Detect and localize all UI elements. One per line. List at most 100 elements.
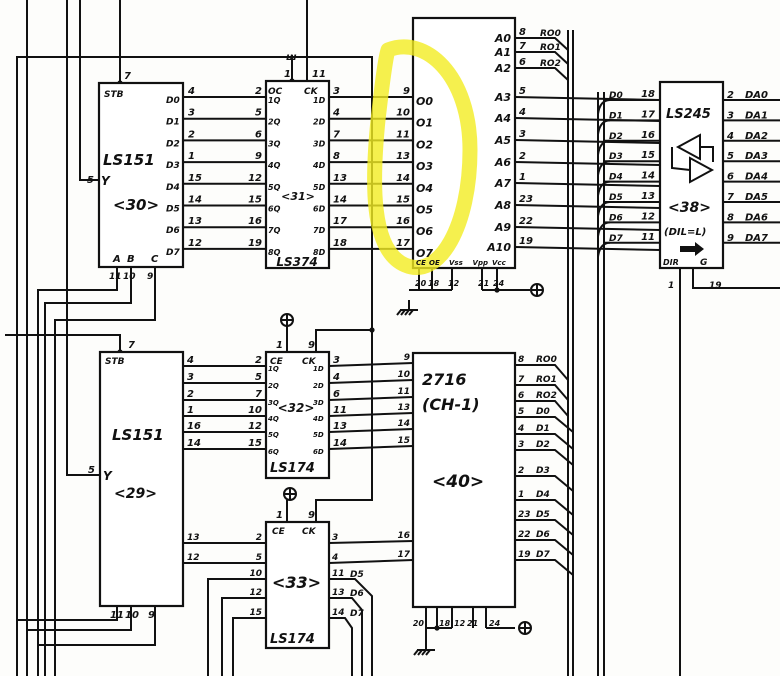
pin-number: 12 [454,619,466,628]
pin-name: 3D [313,139,326,148]
wire [207,578,266,676]
pin-name: 5Q [268,431,279,439]
wire [515,519,574,536]
junction-dot [434,625,440,631]
signal-label: RO2 [540,59,561,69]
pin-number: 7 [128,340,135,351]
pin-name: D3 [166,161,180,171]
pin-name: O2 [416,138,433,151]
pin-number: 21 [467,619,478,628]
wire [329,578,373,676]
pin-name: O6 [416,225,433,238]
pin-number: 3 [333,86,340,97]
ground-symbol [396,309,402,316]
signal-label: D5 [609,193,623,203]
wire [328,362,414,367]
wire [37,267,118,676]
pin-number: 15 [248,195,262,206]
pin-number: 7 [727,192,734,203]
wire [515,559,574,576]
pin-number: 6 [519,57,526,68]
wire-y29 [66,0,100,476]
pin-number: 7 [333,129,340,140]
pin-number: 5 [255,108,262,119]
pin-name: 1Q [268,365,279,373]
chip-ref: <31> [281,190,315,203]
wire [329,597,363,676]
pin-name: 7D [313,226,326,235]
pin-number: 7 [124,71,131,82]
ground-symbol [400,309,406,316]
chip-type: LS151 [103,151,155,169]
pin-number: 20 [415,279,427,288]
ground-symbol [408,309,414,316]
pin-number: 9 [727,233,734,244]
signal-label: D2 [609,132,623,142]
pin-number: 16 [248,216,262,227]
pin-name: 6Q [268,448,279,456]
pin-name: 8Q [268,248,281,257]
pin-number: 11 [109,272,122,282]
pin-number: 9 [255,151,262,162]
pin-number: 13 [188,216,202,227]
pin-number: 14 [332,608,345,618]
pin-number: 2 [187,389,194,400]
junction-dot [494,287,500,293]
pin-number: 13 [397,403,410,413]
pin-name: 2Q [268,118,281,127]
pin-g: G [700,258,707,268]
wire [38,606,156,646]
signal-label: DA6 [745,212,768,223]
pin-number: 5 [255,372,262,383]
chip-type: LS245 [666,107,711,122]
chip-note: (DIL=L) [664,227,706,238]
pin-name: 3D [313,399,324,407]
pin-name: 8D [313,248,326,257]
pin-number: 2 [255,86,262,97]
ground-symbol [413,649,419,656]
pin-number: 5 [87,175,94,186]
pin-name: 5D [313,431,324,439]
wire [5,334,121,352]
pin-name: A2 [494,62,512,75]
wire [515,51,569,65]
pin-number: 10 [125,610,139,621]
pin-number: 2 [255,355,262,366]
pin-name: 4Q [267,161,281,170]
pin-number: 17 [333,216,347,227]
pin-number: 4 [186,355,194,366]
pin-dir: DIR [663,258,679,267]
pin-number: 1 [284,69,291,80]
chip-ref: <38> [668,200,711,216]
wire [27,606,132,631]
signal-label: DA3 [745,151,768,162]
pin-number: 1 [276,510,283,521]
chip-u40-2716 [411,351,517,609]
wire [515,67,569,81]
pin-stb: STB [105,357,125,367]
pin-number: 4 [517,424,524,434]
drawing-layer [5,0,780,676]
text-layer: STB7Y5LS151<30>D04D13D22D31D415D514D613D… [87,27,768,647]
pin-number: 20 [413,619,425,628]
wire [515,384,569,401]
pin-number: 11 [333,405,347,416]
pin-name: B [127,254,135,265]
pin-name: A4 [494,112,511,125]
pin-number: 12 [249,588,262,598]
pin-number: 13 [332,588,345,598]
wire [328,445,414,450]
pin-number: 14 [188,195,202,206]
pin-name: O7 [416,247,433,260]
pin-number: 9 [403,86,410,97]
pin-name: O1 [416,117,433,130]
ground-symbol [417,649,423,656]
wire [17,606,118,621]
pin-number: 14 [397,419,410,429]
pin-name: A7 [494,177,512,190]
wire [515,400,569,417]
pin-name: A8 [494,199,512,212]
pin-number: 3 [333,355,340,366]
pin-number: 10 [248,405,262,416]
